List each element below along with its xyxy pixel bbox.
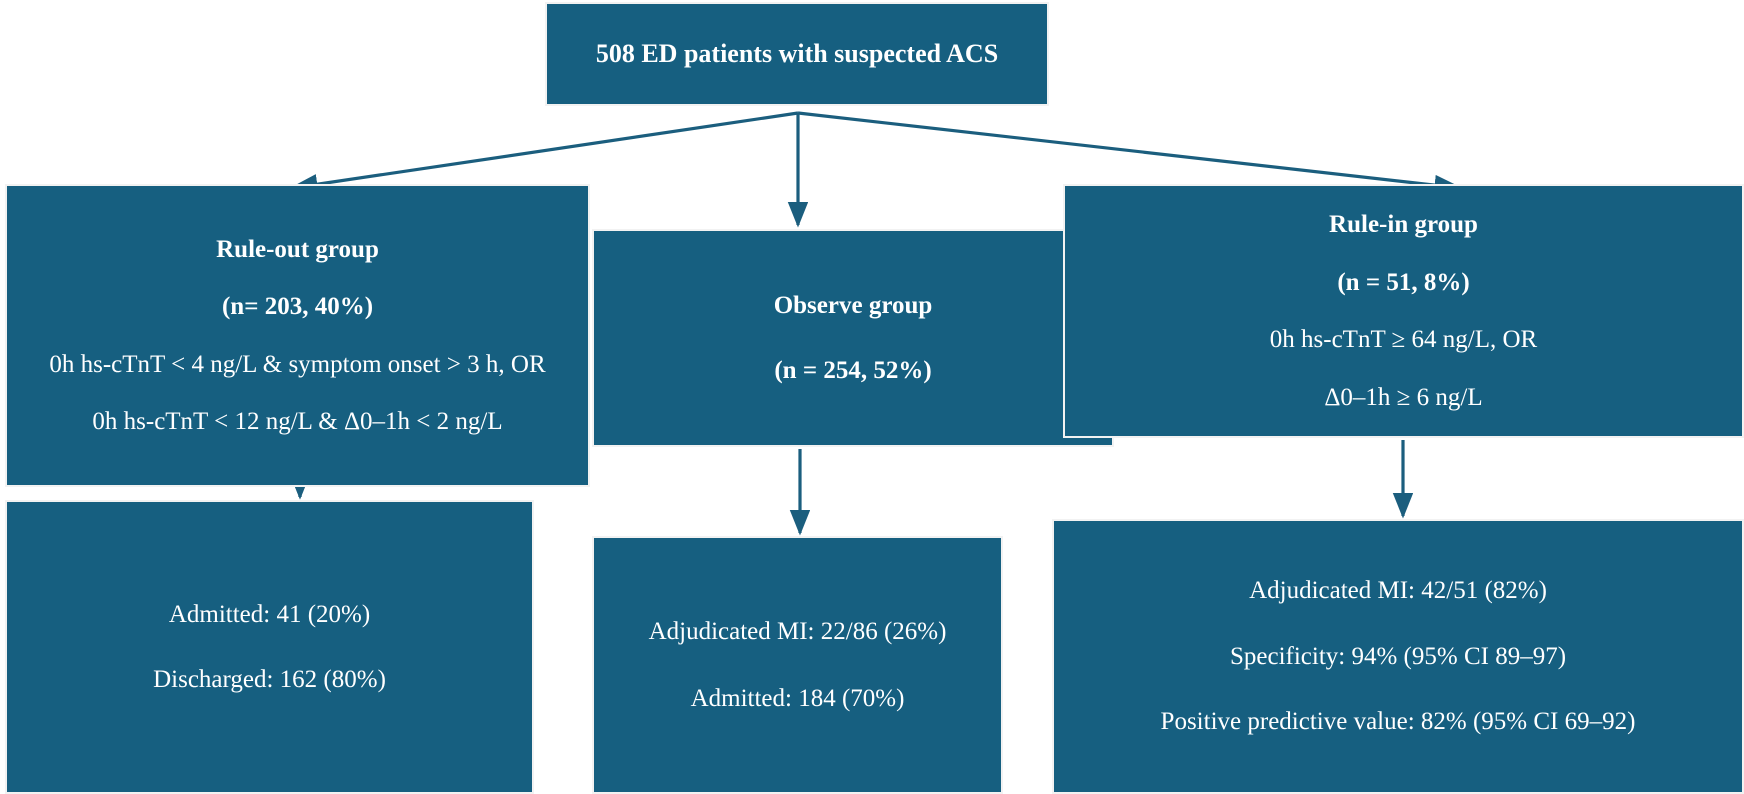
node-observe-outcome-mi: Adjudicated MI: 22/86 (26%): [648, 617, 947, 645]
node-rule-in-group: Rule-in group (n = 51, 8%) 0h hs-cTnT ≥ …: [1063, 184, 1744, 438]
node-rule-in-title: Rule-in group: [1329, 211, 1478, 238]
connector-root-to-rule-out: [288, 111, 799, 195]
node-observe-count: (n = 254, 52%): [774, 357, 932, 384]
connector-root-to-rule-in: [797, 111, 1464, 196]
node-rule-out-group: Rule-out group (n= 203, 40%) 0h hs-cTnT …: [5, 184, 590, 487]
node-observe-group: Observe group (n = 254, 52%): [592, 229, 1114, 447]
node-rule-in-outcome-specificity: Specificity: 94% (95% CI 89–97): [1229, 642, 1567, 670]
node-rule-in-outcome: Adjudicated MI: 42/51 (82%) Specificity:…: [1052, 519, 1744, 794]
node-observe-title: Observe group: [773, 291, 933, 319]
node-root-patients: 508 ED patients with suspected ACS: [545, 2, 1049, 106]
node-rule-in-criterion-2: Δ0–1h ≥ 6 ng/L: [1324, 383, 1483, 411]
node-rule-out-criterion-2: 0h hs-cTnT < 12 ng/L & Δ0–1h < 2 ng/L: [92, 408, 503, 435]
node-rule-in-criterion-1: 0h hs-cTnT ≥ 64 ng/L, OR: [1269, 326, 1538, 353]
node-rule-out-outcome-admitted: Admitted: 41 (20%): [168, 600, 371, 628]
node-rule-in-outcome-mi: Adjudicated MI: 42/51 (82%): [1249, 577, 1547, 605]
node-observe-outcome: Adjudicated MI: 22/86 (26%) Admitted: 18…: [592, 536, 1003, 794]
node-rule-out-outcome-discharged: Discharged: 162 (80%): [153, 666, 386, 693]
node-rule-out-outcome: Admitted: 41 (20%) Discharged: 162 (80%): [5, 500, 534, 794]
node-rule-out-criterion-1: 0h hs-cTnT < 4 ng/L & symptom onset > 3 …: [49, 350, 546, 378]
node-observe-outcome-admitted: Admitted: 184 (70%): [690, 685, 905, 712]
node-rule-out-count: (n= 203, 40%): [221, 293, 374, 320]
node-rule-out-title: Rule-out group: [216, 235, 379, 263]
node-root-line-0: 508 ED patients with suspected ACS: [595, 38, 999, 68]
node-rule-in-outcome-ppv: Positive predictive value: 82% (95% CI 6…: [1160, 708, 1636, 736]
node-rule-in-count: (n = 51, 8%): [1337, 268, 1470, 296]
